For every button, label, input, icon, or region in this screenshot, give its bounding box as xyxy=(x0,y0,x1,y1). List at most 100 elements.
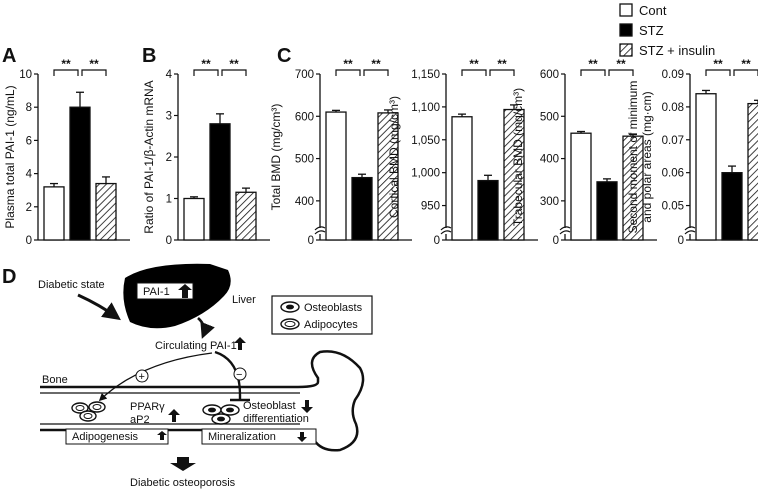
y-tick-label: 1 xyxy=(166,194,172,206)
liver-pai1-box xyxy=(136,282,194,300)
y-axis-label: Cortical BMD (mg/cm³) xyxy=(387,96,401,218)
minus-sign-circle xyxy=(233,367,247,381)
bone-label: Bone xyxy=(42,374,68,386)
axis-break-mark xyxy=(314,230,326,235)
significance-bracket xyxy=(733,69,758,76)
axis-break-mark xyxy=(559,226,571,231)
y-tick-label: 0 xyxy=(678,235,684,247)
y-tick-label: 700 xyxy=(295,69,314,81)
significance-bracket xyxy=(53,69,79,76)
y-tick-label: 3 xyxy=(166,111,172,123)
significance-label: ** xyxy=(229,57,239,71)
significance-label: ** xyxy=(201,57,211,71)
outcome-arrow-stem xyxy=(177,457,189,463)
y-tick-label: 400 xyxy=(540,154,559,166)
y-tick-label: 500 xyxy=(295,154,314,166)
legend-swatch-stz xyxy=(619,23,633,37)
y-tick-label: 10 xyxy=(19,69,32,81)
bar-cont xyxy=(451,116,473,241)
adipogenesis-box xyxy=(65,428,169,445)
significance-bracket xyxy=(335,69,361,76)
y-tick-label: 0 xyxy=(308,235,314,247)
bar-cont xyxy=(183,197,205,241)
panel-letter-b: B xyxy=(142,45,156,67)
y-tick-label: 1,150 xyxy=(411,69,440,81)
axis-break-mark xyxy=(440,230,452,235)
y-axis-label: Total BMD (mg/cm³) xyxy=(269,104,283,211)
y-tick-label: 500 xyxy=(540,111,559,123)
panel-letter-c: C xyxy=(277,45,291,67)
liver-pai1-label: PAI-1 xyxy=(143,286,170,298)
y-tick-label: 6 xyxy=(26,135,32,147)
y-tick-label: 0.08 xyxy=(662,102,684,114)
adipocyte-cluster-icon xyxy=(71,401,106,422)
up-arrow-icon xyxy=(168,409,180,422)
significance-bracket xyxy=(705,69,731,76)
ppar-label: PPARγ xyxy=(130,401,165,413)
bar-stz-insulin xyxy=(235,191,257,241)
y-tick-label: 0.05 xyxy=(662,201,684,213)
adipocyte-vacuole-icon xyxy=(284,320,296,328)
significance-bracket xyxy=(363,69,389,76)
bar-stz xyxy=(351,176,373,241)
y-tick-label: 600 xyxy=(295,111,314,123)
bar-stz xyxy=(69,106,91,241)
significance-label: ** xyxy=(713,57,723,71)
y-tick-label: 4 xyxy=(166,69,173,81)
up-arrow-icon xyxy=(157,431,167,440)
axis-break-mark xyxy=(314,226,326,231)
legend-swatch-stz-insulin xyxy=(619,43,633,57)
y-tick-label: 0 xyxy=(166,235,172,247)
plus-sign: + xyxy=(139,371,145,383)
legend-swatch-cont xyxy=(619,3,633,17)
y-tick-label: 1,050 xyxy=(411,135,440,147)
y-tick-label: 4 xyxy=(26,169,33,181)
axis-break-mark xyxy=(559,230,571,235)
panel-letter-a: A xyxy=(2,45,16,67)
diabetic-state-label: Diabetic state xyxy=(38,279,105,291)
y-axis-label: Ratio of PAI-1/β-Actin mRNA xyxy=(142,80,156,233)
y-tick-label: 1,000 xyxy=(411,168,440,180)
adipogenesis-arrow xyxy=(98,352,213,402)
significance-label: ** xyxy=(343,57,353,71)
osteoblast-cluster-icon xyxy=(202,404,240,425)
bar-stz xyxy=(477,179,499,241)
y-tick-label: 0 xyxy=(553,235,559,247)
bar-cont xyxy=(43,186,65,241)
y-tick-label: 0 xyxy=(434,235,440,247)
significance-bracket xyxy=(81,69,107,76)
diabetic-state-arrow xyxy=(77,293,121,321)
significance-label: ** xyxy=(497,57,507,71)
liver-label: Liver xyxy=(232,294,256,306)
y-tick-label: 400 xyxy=(295,196,314,208)
significance-label: ** xyxy=(89,57,99,71)
down-arrow-icon xyxy=(297,432,307,442)
legend: Cont STZ STZ + insulin xyxy=(619,3,715,58)
significance-label: ** xyxy=(616,57,626,71)
inhibition-arrow xyxy=(214,350,242,400)
y-tick-label: 0.06 xyxy=(662,168,684,180)
y-tick-label: 8 xyxy=(26,102,32,114)
significance-bracket xyxy=(608,69,634,76)
circulating-pai1-label: Circulating PAI-1 xyxy=(155,340,237,352)
panel-letter-d: D xyxy=(2,266,16,288)
significance-label: ** xyxy=(61,57,71,71)
y-axis-label: Second moment of minimum xyxy=(626,81,640,234)
y-axis-label: Trabecular BMD (mg/cm³) xyxy=(511,88,525,226)
y-tick-label: 0.07 xyxy=(662,135,684,147)
significance-label: ** xyxy=(469,57,479,71)
axis-break-mark xyxy=(684,230,696,235)
significance-bracket xyxy=(461,69,487,76)
significance-bracket xyxy=(193,69,219,76)
bar-stz-insulin xyxy=(747,102,758,241)
y-axis-label: Plasma total PAI-1 (ng/mL) xyxy=(3,85,17,228)
bar-stz xyxy=(209,123,231,241)
y-tick-label: 600 xyxy=(540,69,559,81)
legend-label-stz: STZ xyxy=(639,23,664,38)
down-arrow-icon xyxy=(301,400,313,413)
